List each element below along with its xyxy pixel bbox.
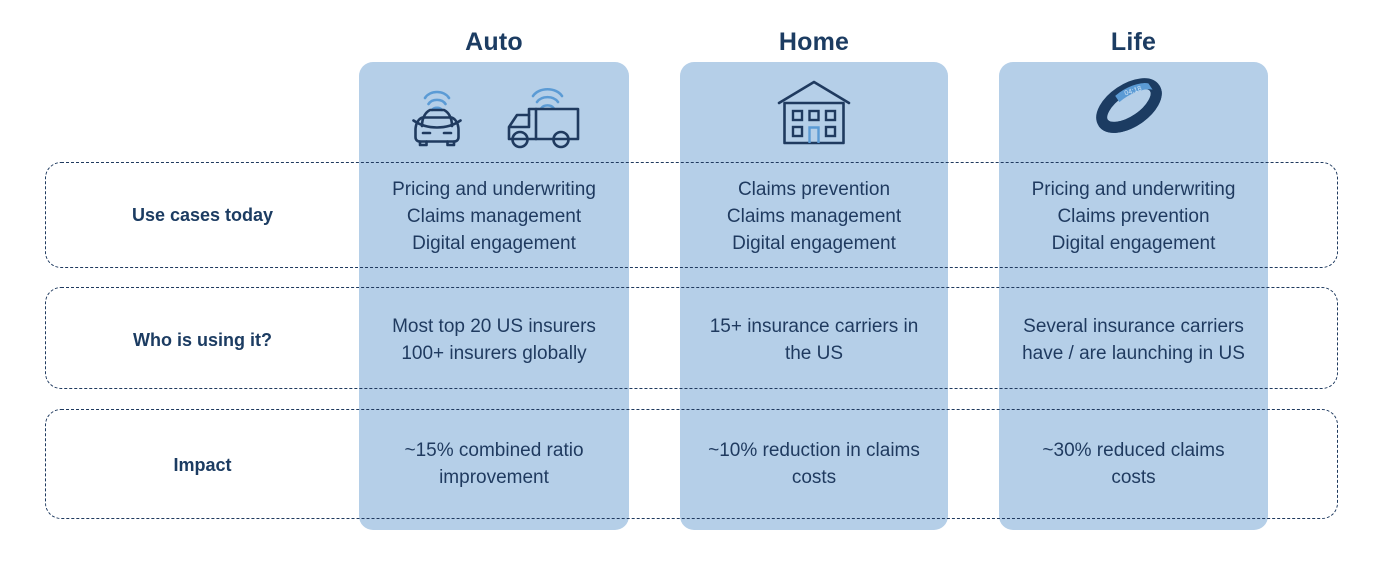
row-label-use-cases-today: Use cases today (131, 205, 274, 225)
cell-line: Claims prevention (737, 179, 891, 200)
cell-line: Pricing and underwriting (392, 179, 596, 200)
house-icon (771, 75, 857, 151)
cell-line: Claims management (726, 206, 902, 227)
cell-line: ~30% reduced claims (1042, 440, 1225, 461)
fitness-band-icon: 04:18 (1088, 74, 1180, 152)
column-band-auto (359, 62, 629, 530)
cell-line: ~10% reduction in claims (708, 440, 920, 461)
column-band-life (999, 62, 1268, 530)
cell-line: Claims prevention (1057, 206, 1210, 227)
row-outline-who-is-using-it (45, 287, 1338, 389)
icon-zone-home (680, 70, 948, 156)
cell-line: Digital engagement (732, 233, 896, 254)
column-band-home (680, 62, 948, 530)
row-label-impact: Impact (173, 455, 232, 475)
cell-line: Digital engagement (1051, 233, 1216, 254)
cell-line: have / are launching in US (1022, 343, 1245, 364)
cell-line: Digital engagement (412, 233, 576, 254)
cell-use-cases-today-life: Pricing and underwriting Claims preventi… (999, 176, 1268, 257)
icon-zone-auto (359, 70, 629, 156)
cell-line: costs (791, 467, 837, 488)
cell-line: Several insurance carriers (1023, 316, 1244, 337)
column-header-auto: Auto (465, 28, 523, 56)
cell-use-cases-today-auto: Pricing and underwriting Claims manageme… (359, 176, 629, 257)
cell-line: 15+ insurance carriers in (709, 316, 919, 337)
cell-line: Claims management (406, 206, 582, 227)
column-header-life: Life (1110, 28, 1157, 56)
cell-impact-life: ~30% reduced claims costs (999, 437, 1268, 491)
cell-line: 100+ insurers globally (401, 343, 587, 364)
column-header-home: Home (778, 28, 850, 56)
cell-who-is-using-it-life: Several insurance carriers have / are la… (999, 313, 1268, 367)
connected-car-icon (400, 77, 474, 149)
cell-line: costs (1111, 467, 1156, 488)
cell-line: the US (784, 343, 844, 364)
connected-truck-icon (498, 77, 588, 149)
cell-line: improvement (439, 467, 549, 488)
row-outline-impact (45, 409, 1338, 519)
icon-zone-life: 04:18 (999, 70, 1268, 156)
cell-who-is-using-it-home: 15+ insurance carriers in the US (680, 313, 948, 367)
cell-line: Pricing and underwriting (1031, 179, 1236, 200)
cell-line: ~15% combined ratio (404, 440, 584, 461)
cell-impact-home: ~10% reduction in claims costs (680, 437, 948, 491)
row-outline-use-cases-today (45, 162, 1338, 268)
row-label-who-is-using-it: Who is using it? (133, 330, 272, 350)
cell-who-is-using-it-auto: Most top 20 US insurers 100+ insurers gl… (359, 313, 629, 367)
cell-impact-auto: ~15% combined ratio improvement (359, 437, 629, 491)
cell-use-cases-today-home: Claims prevention Claims management Digi… (680, 176, 948, 257)
cell-line: Most top 20 US insurers (392, 316, 596, 337)
